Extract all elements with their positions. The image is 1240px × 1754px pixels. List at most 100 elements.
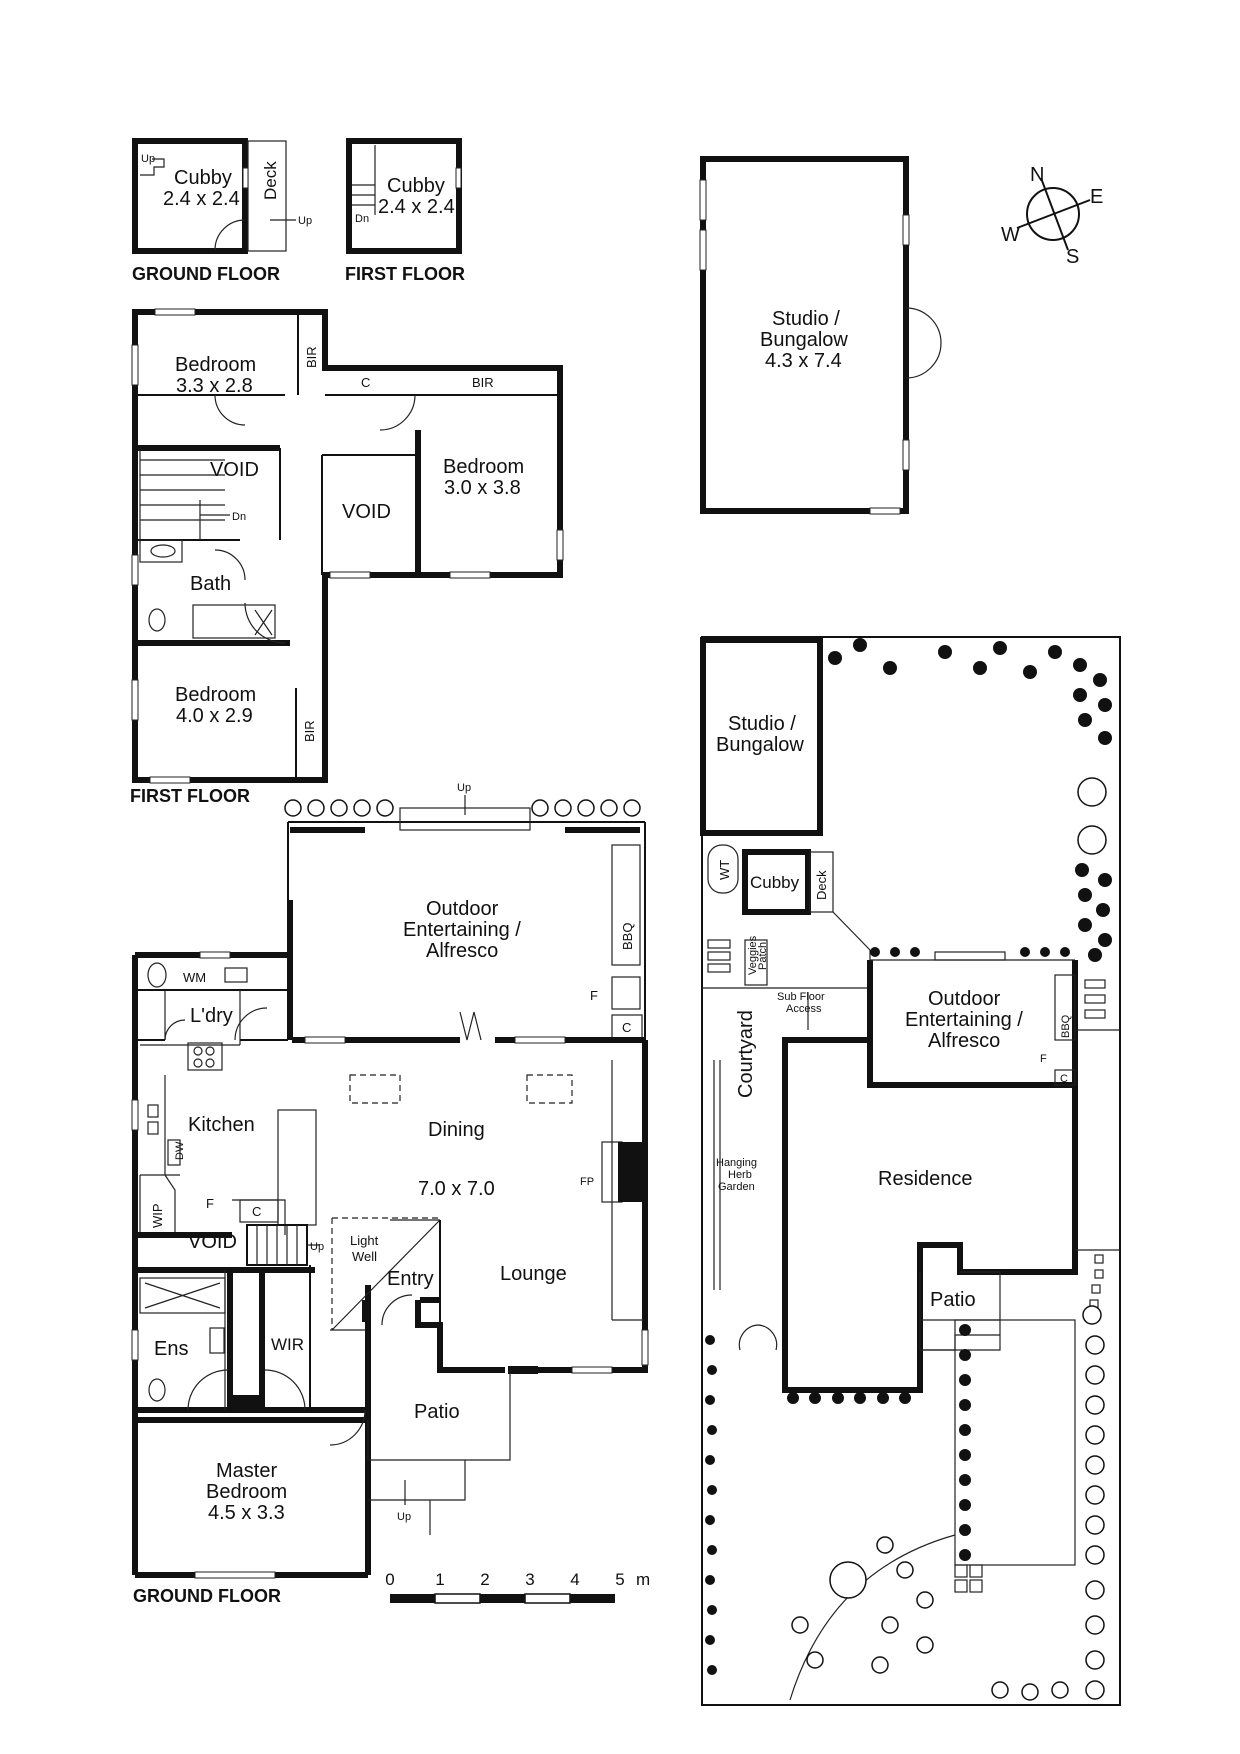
compass-icon: N E S W [1001, 164, 1103, 268]
cubby-ground-caption: GROUND FLOOR [132, 264, 280, 284]
scale-3: 3 [525, 1570, 534, 1589]
site-veggies-l2: Patch [757, 942, 769, 970]
site-plan: Studio / Bungalow WT Cubby Deck Veggies … [700, 636, 1121, 1706]
cubby-ground-size: 2.4 x 2.4 [163, 188, 240, 210]
compass-s: S [1066, 246, 1079, 268]
compass-w: W [1001, 224, 1020, 246]
gf-master-l1: Master [216, 1460, 277, 1482]
gf-master-l2: Bedroom [206, 1481, 287, 1503]
site-bbq: BBQ [1060, 1014, 1072, 1038]
gf-master-size: 4.5 x 3.3 [208, 1502, 285, 1524]
gf-lightwell-l1: Light [350, 1233, 379, 1248]
site-outdoor-l2: Entertaining / [905, 1009, 1023, 1031]
site-subfloor-l2: Access [786, 1003, 822, 1015]
gf-dw: DW [174, 1141, 186, 1160]
gf-ens: Ens [154, 1338, 188, 1360]
cubby-ground-room: Cubby [174, 167, 232, 189]
site-courtyard: Courtyard [735, 1010, 757, 1098]
site-studio-l2: Bungalow [716, 734, 804, 756]
ff-bed2-name: Bedroom [443, 456, 524, 478]
scale-0: 0 [385, 1570, 394, 1589]
gf-wir: WIR [271, 1335, 304, 1354]
gf-kitchen: Kitchen [188, 1114, 255, 1136]
studio-plan: Studio / Bungalow 4.3 x 7.4 [699, 156, 942, 515]
gf-lightwell-l2: Well [352, 1249, 377, 1264]
scale-unit: m [636, 1570, 650, 1589]
site-deck: Deck [814, 870, 829, 900]
gf-size: 7.0 x 7.0 [418, 1178, 495, 1200]
site-patio: Patio [930, 1289, 976, 1311]
compass-n: N [1030, 164, 1044, 186]
gf-f1: F [590, 988, 598, 1003]
site-cubby: Cubby [750, 873, 800, 892]
cubby-ground-floor: Up Cubby 2.4 x 2.4 Deck Up GROUND FLOOR [132, 138, 312, 284]
site-veggies-l1: Veggies [747, 935, 759, 975]
site-herb-l2: Herb [728, 1169, 752, 1181]
gf-entry: Entry [387, 1268, 434, 1290]
gf-wip: WIP [150, 1203, 165, 1228]
site-herb-l3: Garden [718, 1181, 755, 1193]
ff-bed1-name: Bedroom [175, 354, 256, 376]
scale-bar: 0 1 2 3 4 5 m [385, 1570, 650, 1604]
site-outdoor-l3: Alfresco [928, 1030, 1000, 1052]
cubby-first-size: 2.4 x 2.4 [378, 196, 455, 218]
gf-dining: Dining [428, 1119, 485, 1141]
ff-bed1-size: 3.3 x 2.8 [176, 375, 253, 397]
ground-top-shrubs [284, 799, 641, 817]
ff-void1: VOID [210, 459, 259, 481]
cubby-ground-up2: Up [298, 215, 312, 227]
ff-bir2: BIR [472, 375, 494, 390]
gf-bbq: BBQ [620, 923, 635, 950]
ff-bed2-size: 3.0 x 3.8 [444, 477, 521, 499]
ff-bed3-size: 4.0 x 2.9 [176, 705, 253, 727]
gf-lounge: Lounge [500, 1263, 567, 1285]
cubby-first-room: Cubby [387, 175, 445, 197]
site-wt: WT [717, 860, 732, 880]
ff-dn: Dn [232, 511, 246, 523]
site-herb-l1: Hanging [716, 1157, 757, 1169]
cubby-first-dn: Dn [355, 213, 369, 225]
scale-1: 1 [435, 1570, 444, 1589]
gf-c1: C [622, 1020, 631, 1035]
cubby-first-caption: FIRST FLOOR [345, 264, 465, 284]
ground-floor-plan: Up Outdoor Entertaining / Alfresco BBQ F… [131, 782, 649, 1606]
site-f: F [1040, 1053, 1047, 1065]
ff-bed3-name: Bedroom [175, 684, 256, 706]
scale-2: 2 [480, 1570, 489, 1589]
first-floor-plan: Bedroom 3.3 x 2.8 BIR C BIR VOID Dn VOID… [130, 308, 564, 806]
site-residence: Residence [878, 1168, 973, 1190]
site-outdoor-l1: Outdoor [928, 988, 1001, 1010]
ff-bath: Bath [190, 573, 231, 595]
compass-e: E [1090, 186, 1103, 208]
gf-fp: FP [580, 1176, 594, 1188]
ff-c: C [361, 375, 370, 390]
ff-void2: VOID [342, 501, 391, 523]
cubby-ground-deck: Deck [261, 161, 280, 200]
gf-up-patio: Up [397, 1511, 411, 1523]
gf-wm: WM [183, 970, 206, 985]
gf-void: VOID [188, 1231, 237, 1253]
gf-c2: C [252, 1204, 261, 1219]
cubby-ground-up: Up [141, 153, 155, 165]
gf-outdoor-l3: Alfresco [426, 940, 498, 962]
ff-bir1: BIR [304, 346, 319, 368]
site-subfloor-l1: Sub Floor [777, 991, 825, 1003]
gf-outdoor-l1: Outdoor [426, 898, 499, 920]
studio-name: Studio / [772, 308, 840, 330]
studio-name2: Bungalow [760, 329, 848, 351]
ff-caption: FIRST FLOOR [130, 786, 250, 806]
gf-up-stair: Up [310, 1241, 324, 1253]
gf-caption: GROUND FLOOR [133, 1586, 281, 1606]
gf-patio: Patio [414, 1401, 460, 1423]
gf-f2: F [206, 1196, 214, 1211]
gf-ldry: L'dry [190, 1005, 233, 1027]
gf-outdoor-l2: Entertaining / [403, 919, 521, 941]
site-studio-l1: Studio / [728, 713, 796, 735]
ff-bir3: BIR [302, 720, 317, 742]
cubby-first-floor: Dn Cubby 2.4 x 2.4 FIRST FLOOR [345, 138, 465, 284]
site-shrubs [705, 638, 1112, 1701]
studio-size: 4.3 x 7.4 [765, 350, 842, 372]
scale-5: 5 [615, 1570, 624, 1589]
gf-up-top: Up [457, 782, 471, 794]
